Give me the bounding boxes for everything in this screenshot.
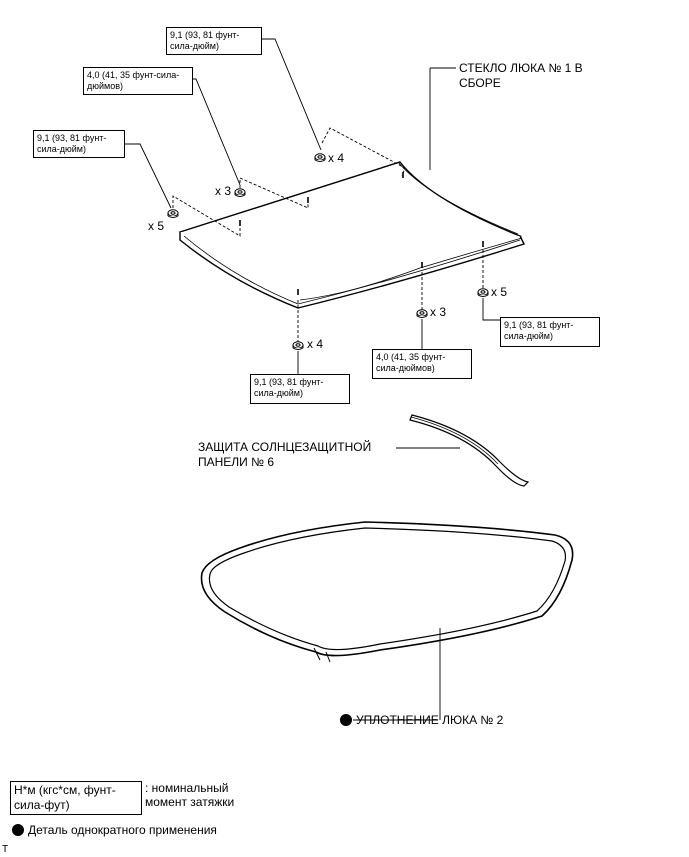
leader-lines [125,38,500,721]
torque-box-glass-upper-middle: 4,0 (41, 35 фунт-сила-дюймов) [83,67,193,95]
nut-icon [477,288,489,297]
qty-upper-left: x 5 [148,219,165,233]
callout-weatherstrip: УПЛОТНЕНИЕ ЛЮКА № 2 [340,713,540,728]
callout-sunshade-protector: ЗАЩИТА СОЛНЦЕЗАЩИТНОЙ ПАНЕЛИ № 6 [198,440,372,469]
qty-lower-left: x 4 [307,337,324,351]
nuts [167,153,489,350]
legend-single-use: Деталь однократного применения [12,823,272,837]
torque-box-glass-lower-left: 9,1 (93, 81 фунт-сила-дюйм) [250,374,350,404]
weatherstrip-label: УПЛОТНЕНИЕ ЛЮКА № 2 [356,713,504,727]
sunroof-glass-drawing [178,161,525,309]
torque-box-glass-upper-left: 9,1 (93, 81 фунт-сила-дюйм) [33,130,125,158]
legend-single-use-label: Деталь однократного применения [28,823,217,837]
nut-icon [416,309,428,318]
nut-icon [167,209,179,218]
torque-box-glass-lower-middle: 4,0 (41, 35 фунт-сила-дюймов) [372,349,472,379]
nut-icon [292,341,304,350]
callout-sunroof-glass: СТЕКЛО ЛЮКА № 1 В СБОРЕ [459,61,583,90]
nut-icon [314,153,326,162]
single-use-marker-icon [12,824,24,836]
nut-icon [234,188,246,197]
qty-upper-middle: x 3 [215,184,232,198]
footer-mark: T [2,844,9,855]
torque-box-glass-upper-right: 9,1 (93, 81 фунт-сила-дюйм) [166,27,262,55]
single-use-marker-icon [340,714,352,726]
sunshade-protector-drawing [409,414,530,487]
qty-lower-right: x 5 [491,285,508,299]
qty-lower-middle: x 3 [430,305,447,319]
weatherstrip-drawing [200,521,574,663]
legend-torque-unit-box: Н*м (кгс*см, фунт-сила-фут) [10,781,142,815]
fastener-axes [172,127,484,342]
qty-upper-right: x 4 [328,151,345,165]
torque-box-glass-lower-right: 9,1 (93, 81 фунт-сила-дюйм) [500,317,600,347]
legend-torque-description: : номинальный момент затяжки [145,781,235,809]
